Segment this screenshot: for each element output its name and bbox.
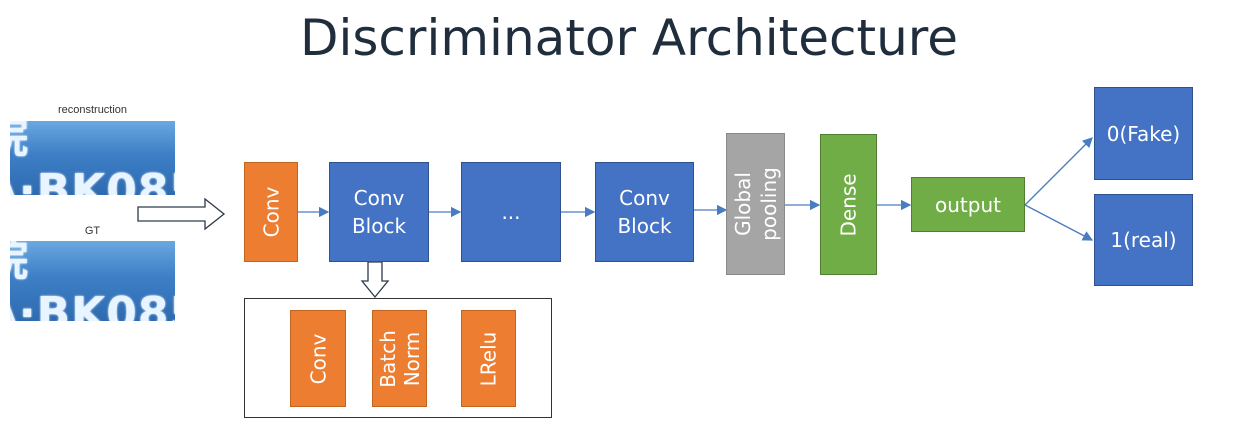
batchnorm-line2: Norm [399,331,424,386]
global-pooling-text: Global pooling [730,167,782,241]
detail-lrelu-label: LRelu [476,331,501,386]
ellipsis-label: ... [501,200,521,224]
reconstruction-label: reconstruction [57,104,128,116]
detail-conv-label: Conv [306,333,330,384]
conv-label: Conv [259,186,283,238]
conv-block-2: Conv Block [595,162,694,262]
arrow-output-to-fake [1024,137,1093,206]
conv-block-1-line2: Block [351,214,407,238]
output-label: output [935,192,1001,217]
output-box: output [911,177,1025,232]
fake-label: 0(Fake) [1106,121,1181,146]
gt-plate-text: 皖A·BK085 [10,241,175,321]
ellipsis-block: ... [461,162,561,262]
expand-arrow [360,261,390,299]
detail-conv-box: Conv [290,310,346,407]
conv-block-2-line1: Conv [619,186,670,210]
conv-block-1-line1: Conv [353,186,405,210]
input-arrow [137,197,226,231]
gt-label: GT [84,225,101,237]
reconstruction-plate-text: 皖A·BK085 [10,121,175,195]
batchnorm-line1: Batch [375,329,400,388]
detail-lrelu-box: LRelu [461,310,516,407]
detail-batchnorm-box: Batch Norm [372,310,427,407]
global-pooling-box: Global pooling [726,133,785,275]
arrow-output-to-real [1024,204,1094,241]
detail-batchnorm-text: Batch Norm [376,330,424,388]
real-output-box: 1(real) [1094,194,1193,286]
diagram-title: Discriminator Architecture [299,9,959,67]
real-label: 1(real) [1110,228,1177,252]
conv-block-1: Conv Block [329,162,429,262]
reconstruction-image: 皖A·BK085 [10,121,175,195]
gt-image: 皖A·BK085 [10,241,175,321]
dense-box: Dense [820,134,877,275]
global-pooling-line2: pooling [756,167,781,241]
conv-box: Conv [244,162,298,262]
fake-output-box: 0(Fake) [1094,87,1193,180]
conv-block-2-line2: Block [617,214,672,238]
global-pooling-line1: Global [730,172,755,236]
dense-label: Dense [836,172,861,237]
